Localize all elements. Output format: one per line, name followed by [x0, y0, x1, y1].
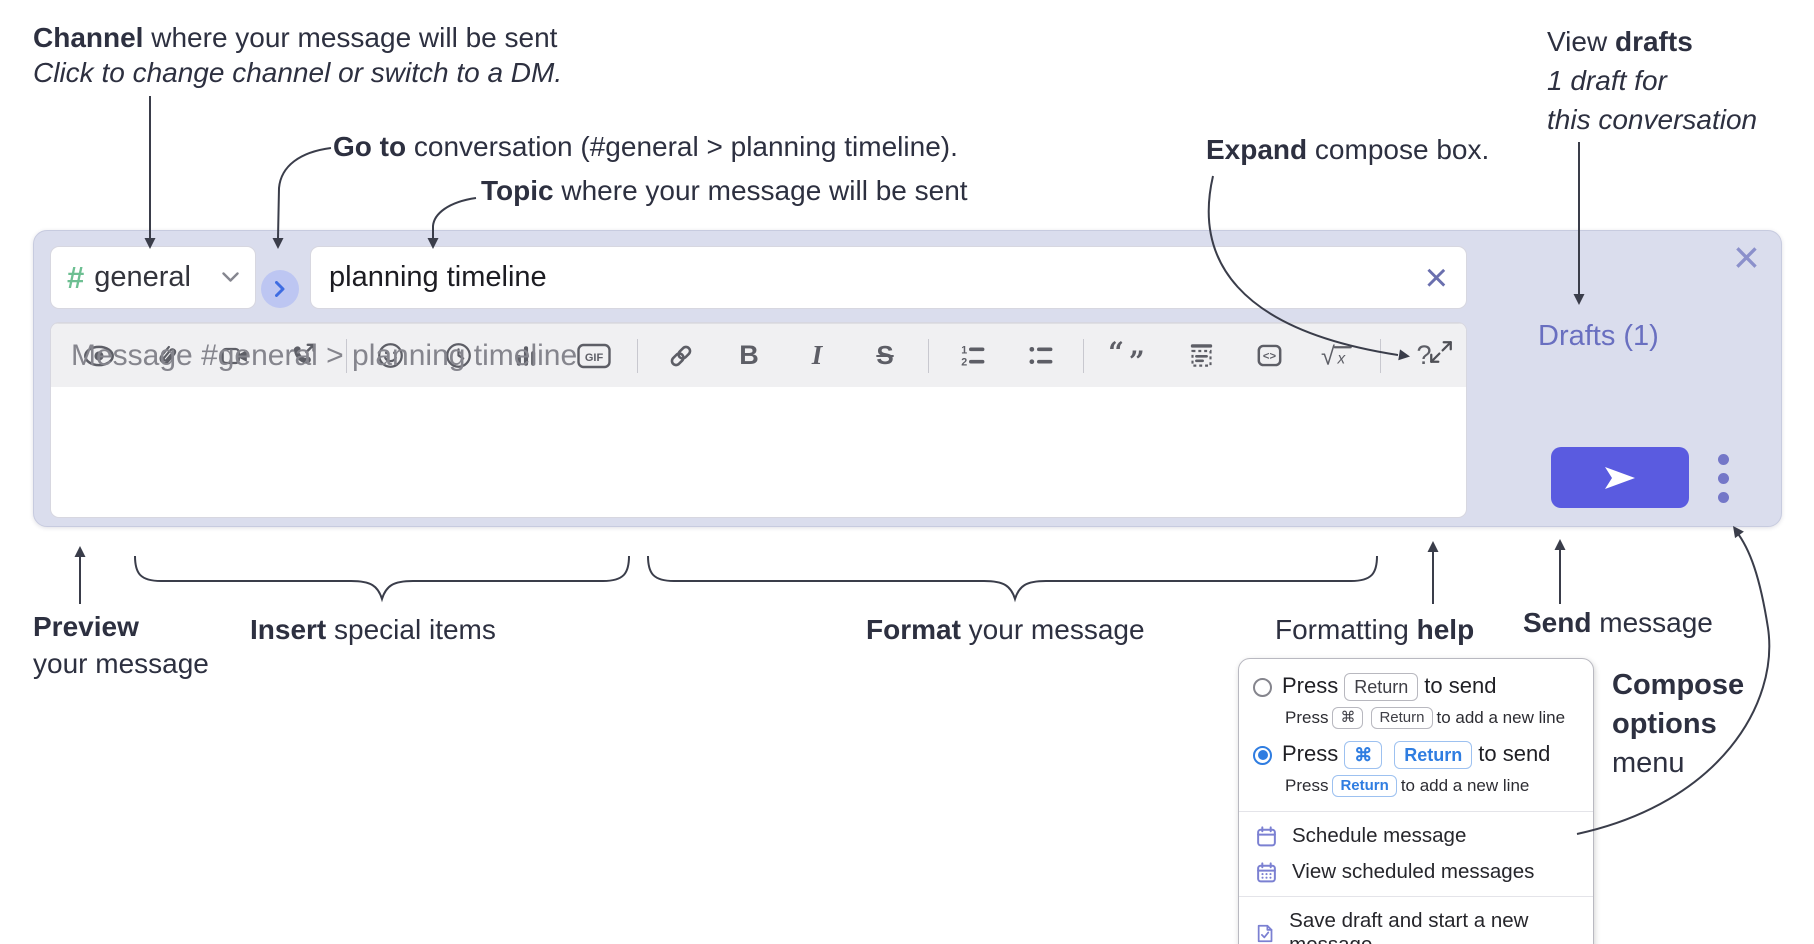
key-return: Return [1394, 741, 1473, 769]
drafts-link[interactable]: Drafts (1) [1538, 320, 1659, 352]
message-input[interactable] [51, 323, 1466, 451]
view-drafts-bold: drafts [1614, 26, 1693, 57]
message-box: GIF B I S 12 “” <> [50, 322, 1467, 518]
view-drafts-sub1: 1 draft for [1547, 65, 1667, 96]
format-note-bold: Format [866, 614, 961, 645]
chevron-down-icon [222, 272, 239, 282]
topic-field: × [310, 246, 1467, 309]
radio-selected[interactable] [1253, 745, 1272, 765]
calendar-grid-icon [1257, 861, 1276, 882]
menu-divider [1239, 811, 1593, 812]
send-note-rest: message [1591, 607, 1713, 638]
key-cmd: ⌘ [1332, 707, 1364, 729]
format-note-rest: your message [960, 614, 1145, 645]
insert-note: Insert special items [250, 612, 496, 647]
channel-note-bold: Channel [33, 22, 144, 53]
formatting-help-note: Formatting help [1275, 612, 1474, 647]
arrowhead [1427, 541, 1439, 552]
key-return: Return [1371, 707, 1433, 729]
goto-note: Go to conversation (#general > planning … [333, 129, 958, 164]
chevron-right-icon [275, 281, 285, 297]
format-brace [647, 555, 1378, 603]
menu-item-save-draft[interactable]: Save draft and start a new message [1239, 903, 1593, 944]
channel-note-rest: where your message will be sent [143, 22, 558, 53]
key-return: Return [1332, 775, 1397, 797]
close-compose-icon[interactable]: × [1733, 231, 1760, 283]
send-note: Send message [1523, 605, 1713, 640]
send-note-bold: Send [1523, 607, 1592, 638]
calendar-icon [1257, 825, 1276, 846]
insert-brace [134, 555, 630, 603]
arrowhead [1554, 539, 1566, 550]
topic-note-rest: where your message will be sent [553, 175, 968, 206]
view-drafts-pre: View [1547, 26, 1615, 57]
radio-unselected[interactable] [1253, 677, 1272, 697]
formatting-help-bold: help [1416, 614, 1475, 645]
expand-compose-icon[interactable] [1428, 339, 1454, 365]
compose-options-note: Compose options menu [1612, 669, 1745, 779]
view-drafts-sub2: this conversation [1547, 104, 1758, 135]
topic-note-bold: Topic [481, 175, 554, 206]
goto-connector-line [277, 147, 332, 239]
expand-note-rest: compose box. [1307, 134, 1490, 165]
key-cmd: ⌘ [1344, 741, 1383, 769]
goto-conversation-button[interactable] [261, 270, 299, 308]
formatting-help-pre: Formatting [1275, 614, 1417, 645]
preview-note-sub: your message [33, 648, 209, 679]
insert-note-rest: special items [326, 614, 496, 645]
expand-note-bold: Expand [1206, 134, 1308, 165]
channel-note-sub: Click to change channel or switch to a D… [33, 57, 563, 88]
insert-note-bold: Insert [250, 614, 327, 645]
preview-note-bold: Preview [33, 611, 139, 642]
menu-divider [1239, 896, 1593, 897]
send-button[interactable] [1551, 447, 1689, 508]
save-draft-icon [1257, 924, 1273, 942]
menu-item-view-scheduled[interactable]: View scheduled messages [1239, 854, 1593, 890]
preview-note: Preview your message [33, 608, 209, 682]
compose-options-menu-button[interactable] [1706, 449, 1740, 507]
format-note: Format your message [866, 612, 1145, 647]
channel-selector[interactable]: # general [50, 246, 256, 309]
menu-item-schedule-message[interactable]: Schedule message [1239, 818, 1593, 854]
channel-hash-icon: # [67, 259, 85, 295]
expand-note: Expand compose box. [1206, 132, 1489, 167]
view-drafts-note: View drafts 1 draft for this conversatio… [1547, 22, 1757, 139]
goto-note-rest: conversation (#general > planning timeli… [406, 131, 958, 162]
channel-name: general [94, 261, 191, 293]
channel-note: Channel where your message will be sent … [33, 20, 562, 90]
topic-input[interactable] [311, 261, 1407, 294]
clear-topic-icon[interactable]: × [1424, 255, 1448, 300]
send-icon [1605, 466, 1635, 489]
key-return: Return [1344, 673, 1419, 701]
topic-note: Topic where your message will be sent [481, 173, 968, 208]
arrowhead [74, 546, 86, 557]
goto-note-bold: Go to [333, 131, 407, 162]
